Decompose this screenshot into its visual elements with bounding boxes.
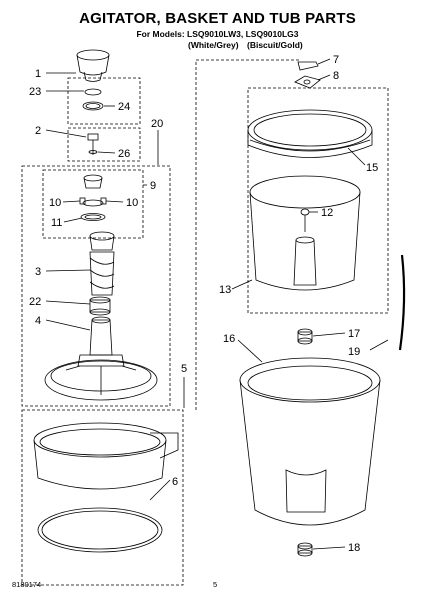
agitator-dogs	[79, 174, 107, 221]
tub-seal	[297, 542, 313, 557]
callout-5: 5	[181, 363, 187, 375]
document-number: 8180174	[12, 580, 42, 589]
o-ring	[82, 101, 104, 111]
callout-10-right: 10	[126, 197, 138, 209]
color-biscuit-gold: (Biscuit/Gold)	[247, 40, 303, 50]
group-box-23	[67, 77, 141, 125]
group-box-20	[21, 165, 171, 407]
callout-8: 8	[333, 70, 339, 82]
callout-22: 22	[29, 296, 41, 308]
callout-26: 26	[118, 148, 130, 160]
group-box-2	[67, 127, 141, 162]
callout-11: 11	[51, 217, 62, 229]
callout-6: 6	[172, 476, 178, 488]
group-box-9	[42, 169, 144, 239]
leader-lines	[45, 58, 389, 550]
group-box-5	[21, 409, 184, 586]
agitator-cap	[76, 49, 110, 82]
color-white-grey: (White/Grey)	[188, 40, 239, 50]
callout-12: 12	[321, 207, 333, 219]
callout-1: 1	[35, 68, 41, 80]
callout-9: 9	[150, 180, 156, 192]
page-title: AGITATOR, BASKET AND TUB PARTS	[79, 10, 356, 27]
tub-ring	[33, 422, 179, 490]
outer-tub	[239, 357, 381, 526]
auger	[89, 251, 115, 296]
callout-15: 15	[366, 162, 378, 174]
hub-nut	[294, 75, 321, 89]
agitator-bolt	[87, 133, 99, 155]
tub-gasket	[37, 507, 163, 553]
callout-19: 19	[348, 346, 360, 358]
callout-18: 18	[348, 542, 360, 554]
balance-ring	[247, 109, 373, 158]
callout-3: 3	[35, 266, 41, 278]
callout-10-left: 10	[49, 197, 61, 209]
callout-24: 24	[118, 101, 130, 113]
basket-drive-block	[300, 208, 310, 216]
callout-20: 20	[151, 118, 163, 130]
clip	[297, 61, 319, 71]
dashed-group-boxes	[21, 59, 389, 586]
callout-17: 17	[348, 328, 360, 340]
callout-23: 23	[29, 86, 41, 98]
callout-16: 16	[223, 333, 235, 345]
hose	[398, 254, 406, 351]
spline-insert	[89, 296, 111, 316]
connector-line	[195, 59, 300, 410]
spin-hub	[297, 328, 313, 345]
agitator-base	[44, 316, 158, 401]
callout-4: 4	[35, 315, 41, 327]
callout-13: 13	[219, 284, 231, 296]
models-line: For Models: LSQ9010LW3, LSQ9010LG3	[136, 29, 299, 39]
callout-7: 7	[333, 54, 339, 66]
group-box-13	[247, 87, 389, 314]
page-number: 5	[213, 580, 218, 589]
callout-2: 2	[35, 125, 41, 137]
wash-basket	[249, 175, 361, 291]
